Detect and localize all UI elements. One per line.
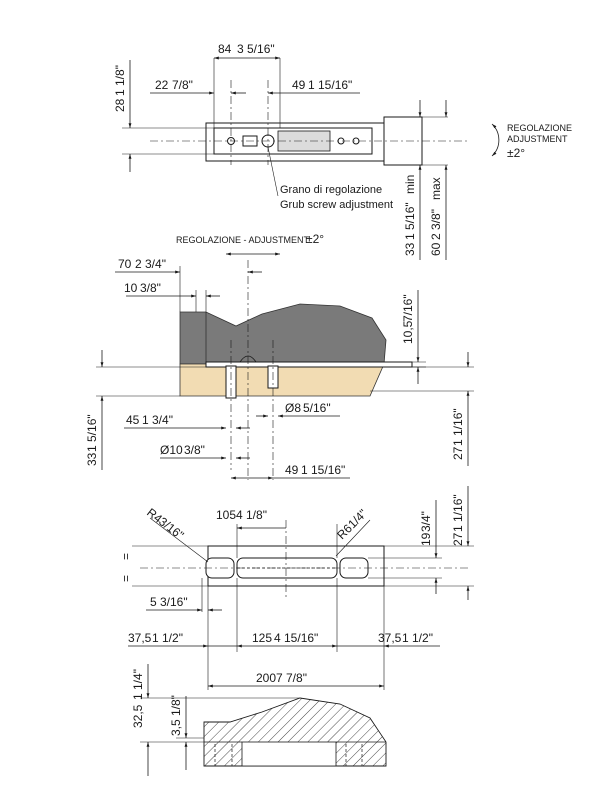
dim-60-max-suffix: max [429, 177, 443, 200]
reg-label-2: ADJUSTMENT [507, 134, 568, 144]
dim-33-section: 33 [85, 452, 99, 466]
dim-33-min-in: 1 5/16" [403, 202, 417, 240]
dim-45-in: 1 3/4" [142, 413, 173, 427]
dim-3-5: 3,5 [169, 719, 183, 736]
dim-32-5-in: 1 1/4" [131, 669, 145, 700]
dim-d10: Ø10 [160, 443, 183, 457]
dim-200-in: 7 7/8" [276, 671, 307, 685]
section-view: REGOLAZIONE - ADJUSTMENT ±2° 70 2 3/4" 1… [85, 232, 474, 480]
dim-105: 105 [216, 508, 236, 522]
dim-27-plan-in: 1 1/16" [451, 494, 465, 532]
dim-27-section: 27 [451, 446, 465, 460]
dim-49-top: 49 [292, 78, 306, 92]
dim-28: 28 [113, 98, 127, 112]
dim-60-max-in: 2 3/8" [429, 209, 443, 240]
dim-49-section-in: 1 15/16" [301, 463, 345, 477]
top-view: 84 3 5/16" 22 7/8" 49 1 15/16" 28 1 1/8"… [113, 42, 572, 260]
dim-125: 125 [252, 631, 272, 645]
section-pin-left [225, 365, 237, 399]
dim-19-in: 3/4" [419, 511, 433, 532]
dim-37-5-right: 37,5 [378, 631, 402, 645]
dim-33-min-suffix: min [403, 175, 417, 194]
reg-adjust-label: REGOLAZIONE - ADJUSTMENT [176, 235, 310, 245]
dim-60-max: 60 [429, 242, 443, 256]
dim-70-in: 2 3/4" [135, 257, 166, 271]
dim-19: 19 [419, 532, 433, 546]
dim-d8: Ø8 [285, 401, 301, 415]
dim-49-section: 49 [285, 463, 299, 477]
dim-84-in: 3 5/16" [237, 42, 275, 56]
dim-70: 70 [118, 257, 132, 271]
dim-37-5-right-in: 1 1/2" [402, 631, 433, 645]
dim-r4-in: 3/16" [156, 514, 186, 542]
hatched-section-pocket [241, 741, 337, 767]
dim-32-5: 32,5 [131, 704, 145, 728]
dim-d10-in: 3/8" [184, 443, 205, 457]
dim-27-plan: 27 [451, 532, 465, 546]
dim-33-section-in: 1 5/16" [85, 414, 99, 452]
dim-37-5-left-in: 1 1/2" [152, 631, 183, 645]
wood-panel [179, 363, 385, 397]
dim-d8-in: 5/16" [303, 401, 331, 415]
dim-10-5: 10,5 [401, 320, 415, 344]
dim-37-5-left: 37,5 [128, 631, 152, 645]
dim-105-in: 4 1/8" [236, 508, 267, 522]
eq-mark-bottom: = [119, 575, 133, 582]
rotation-arrow-icon [491, 123, 500, 157]
dim-125-in: 4 15/16" [274, 631, 318, 645]
grub-label-en: Grub screw adjustment [280, 199, 393, 211]
bottom-view: 32,5 1 1/4" 3,5 1/8" [131, 664, 387, 776]
dim-200: 200 [256, 671, 276, 685]
dim-22-in: 7/8" [172, 78, 193, 92]
stone-slab [179, 303, 387, 365]
plan-view: R4 3/16" 105 4 1/8" R6 1/4" 19 3/4" 27 1… [119, 486, 474, 690]
dim-28-in: 1 1/8" [113, 65, 127, 96]
dim-3-5-in: 1/8" [169, 695, 183, 716]
dim-10: 10 [124, 281, 138, 295]
reg-label-1: REGOLAZIONE [507, 123, 572, 133]
dim-10-5-in: 7/16" [401, 294, 415, 322]
dim-5: 5 [150, 595, 157, 609]
dim-45: 45 [126, 413, 140, 427]
reg-angle-top: ±2° [507, 146, 525, 160]
eq-mark-top: = [119, 553, 133, 560]
dim-5-in: 3/16" [160, 595, 188, 609]
grub-label-it: Grano di regolazione [280, 184, 382, 196]
reg-adjust-angle: ±2° [306, 232, 324, 246]
dim-10-in: 3/8" [140, 281, 161, 295]
dim-84: 84 [218, 42, 232, 56]
dim-22: 22 [155, 78, 169, 92]
section-plate [205, 361, 413, 368]
dim-27-section-in: 1 1/16" [451, 408, 465, 446]
dim-33-min: 33 [403, 242, 417, 256]
dim-49-top-in: 1 15/16" [308, 78, 352, 92]
